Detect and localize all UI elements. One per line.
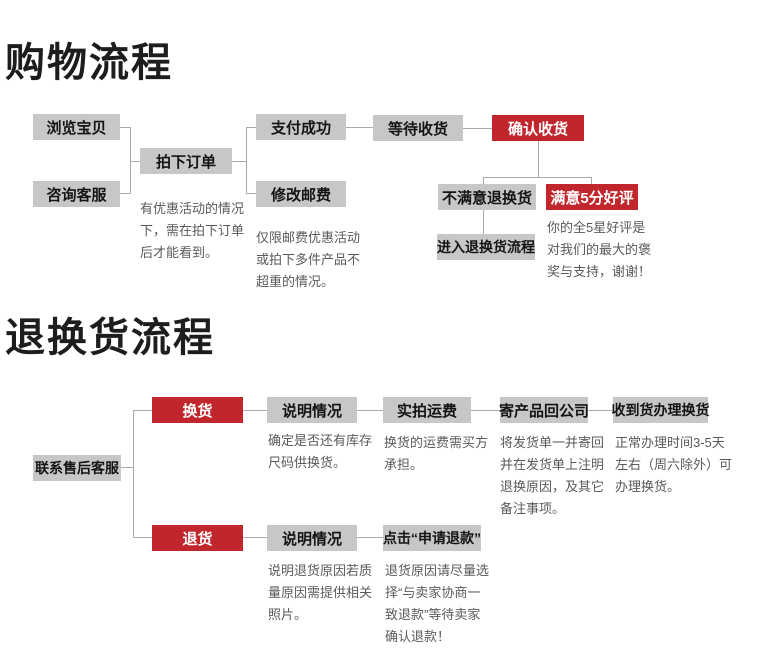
step-explain-situation-return-box: 说明情况 xyxy=(267,525,357,551)
note-receive-and-exchange: 正常办理时间3-5天左右（周六除外）可办理换货。 xyxy=(615,435,733,494)
step-click-apply-refund-box: 点击“申请退款” xyxy=(383,525,481,551)
step-unsatisfied-return-box: 不满意退换货 xyxy=(438,184,536,210)
connector-unsatisfied-to-enter xyxy=(483,210,484,234)
connector-send-to-receive xyxy=(588,410,613,411)
step-explain-situation-exchange-box: 说明情况 xyxy=(267,397,357,423)
note-explain-exchange: 确定是否还有库存尺码供换货。 xyxy=(268,433,373,470)
connector-aftersales-bracket-vertical xyxy=(133,410,134,538)
step-place-order-box: 拍下订单 xyxy=(140,148,232,174)
connector-pay-to-wait xyxy=(346,127,373,128)
connector-branch-to-unsatisfied xyxy=(483,177,484,184)
step-payment-success-box: 支付成功 xyxy=(256,114,346,140)
connector-bracket-to-postage xyxy=(246,193,256,194)
step-exchange-goods-box: 换货 xyxy=(152,397,243,423)
section-title-return-process: 退换货流程 xyxy=(5,316,215,360)
note-send-product-back: 将发货单一并寄回并在发货单上注明退换原因，及其它备注事项。 xyxy=(500,435,605,516)
connector-branch-horizontal xyxy=(483,177,591,178)
connector-consult-bracket xyxy=(120,193,130,194)
connector-bracket-to-exchange xyxy=(133,410,152,411)
connector-left-bracket-vertical xyxy=(130,127,131,194)
step-confirm-receipt-box: 确认收货 xyxy=(492,115,584,141)
step-satisfied-rating-box: 满意5分好评 xyxy=(546,184,638,210)
step-contact-aftersales-box: 联系售后客服 xyxy=(33,455,121,481)
connector-bracket-to-order xyxy=(130,161,140,162)
connector-freight-to-send xyxy=(471,410,500,411)
connector-exchange-to-explain xyxy=(243,410,267,411)
step-send-product-back-box: 寄产品回公司 xyxy=(499,397,589,423)
note-place-order: 有优惠活动的情况下，需在拍下订单后才能看到。 xyxy=(140,201,245,260)
note-actual-freight: 换货的运费需买方承担。 xyxy=(384,435,489,472)
note-click-apply-refund: 退货原因请尽量选择“与卖家协商一致退款”等待卖家确认退款！ xyxy=(385,563,490,644)
step-receive-and-exchange-box: 收到货办理换货 xyxy=(612,397,710,423)
step-consult-service-box: 咨询客服 xyxy=(33,181,120,207)
step-return-goods-box: 退货 xyxy=(152,525,243,551)
connector-bracket-to-return xyxy=(133,537,152,538)
connector-contact-stub xyxy=(121,467,133,468)
connector-wait-to-confirm xyxy=(463,128,492,129)
step-actual-freight-box: 实拍运费 xyxy=(383,397,471,423)
section-title-shopping-process: 购物流程 xyxy=(5,41,173,85)
note-satisfied-rating: 你的全5星好评是对我们的最大的褒奖与支持，谢谢！ xyxy=(547,220,652,279)
note-modify-postage: 仅限邮费优惠活动或拍下多件产品不超重的情况。 xyxy=(256,230,361,289)
step-browse-items-box: 浏览宝贝 xyxy=(33,114,120,140)
connector-browse-bracket xyxy=(120,127,130,128)
step-enter-return-process-box: 进入退换货流程 xyxy=(437,234,535,260)
connector-right-bracket-vertical xyxy=(246,127,247,194)
connector-explain-to-click-refund xyxy=(357,537,383,538)
connector-branch-to-satisfied xyxy=(591,177,592,184)
step-modify-postage-box: 修改邮费 xyxy=(256,181,346,207)
connector-confirm-down xyxy=(538,141,539,177)
connector-order-to-bracket xyxy=(232,161,246,162)
connector-bracket-to-pay xyxy=(246,127,256,128)
note-explain-return: 说明退货原因若质量原因需提供相关照片。 xyxy=(268,563,373,622)
connector-explain-to-freight xyxy=(357,410,383,411)
step-wait-delivery-box: 等待收货 xyxy=(373,115,463,141)
connector-return-to-explain xyxy=(243,537,267,538)
